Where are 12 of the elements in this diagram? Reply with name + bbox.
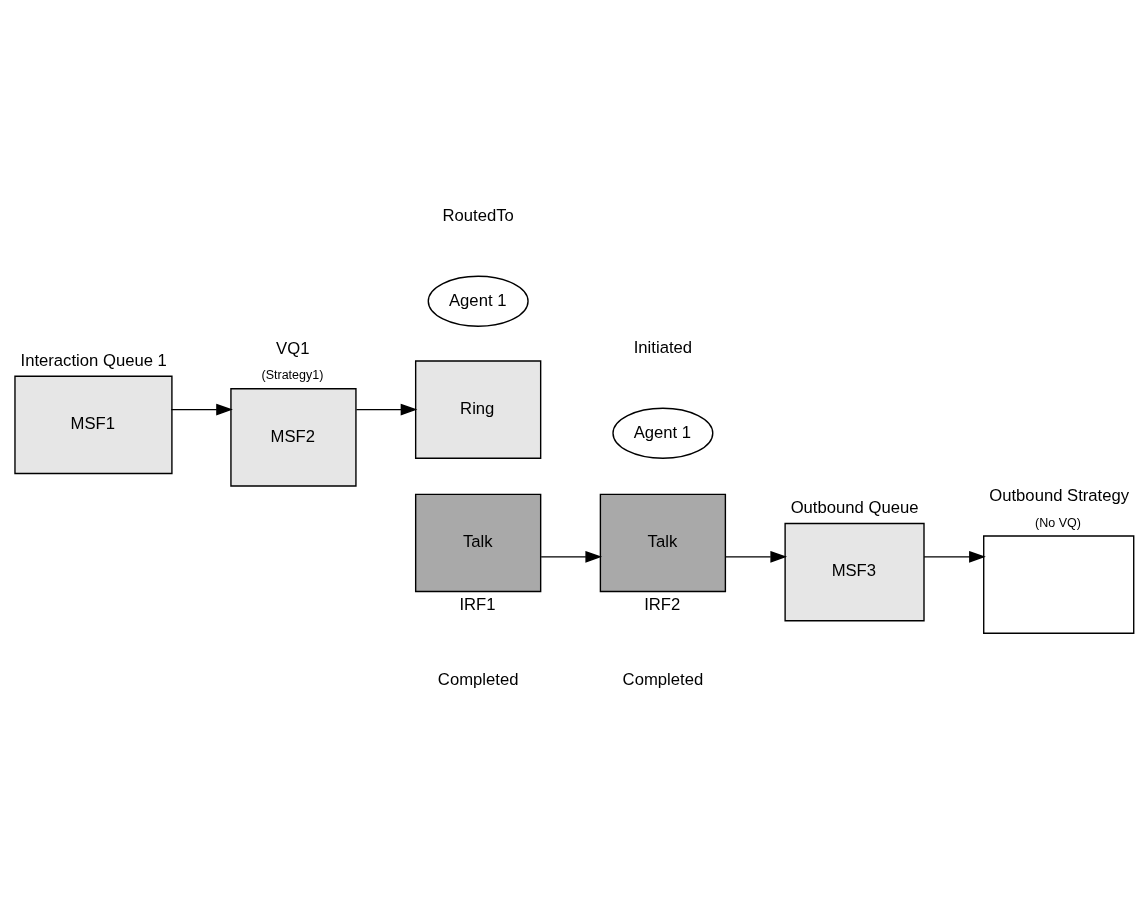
- node-label: Interaction Queue 1: [20, 351, 167, 370]
- node-label: (No VQ): [1035, 515, 1081, 530]
- node-label: IRF1: [459, 595, 496, 615]
- label: Completed: [437, 669, 519, 689]
- label: Initiated: [633, 337, 693, 357]
- node-label: Outbound Queue: [790, 498, 919, 518]
- node-label: Outbound Strategy: [989, 485, 1130, 505]
- node-label: VQ1: [276, 338, 310, 358]
- node-label: IRF2: [644, 595, 681, 615]
- label: RoutedTo: [442, 205, 514, 225]
- label: Completed: [622, 669, 704, 689]
- node-label: (Strategy1): [261, 368, 324, 383]
